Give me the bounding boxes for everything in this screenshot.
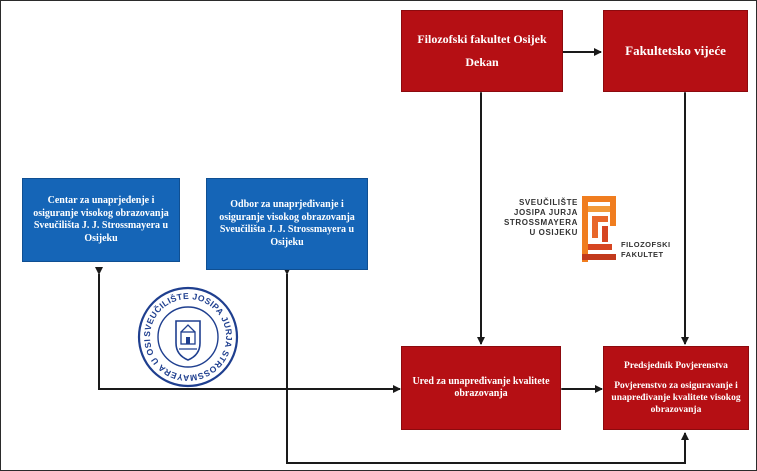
connector-committee-commission	[283, 267, 689, 464]
dean-title: Filozofski fakultet Osijek	[417, 32, 547, 46]
faculty-mark-icon	[582, 196, 616, 262]
logo-university-line-4: U OSIJEKU	[529, 228, 578, 237]
committee-box: Odbor za unaprjeđivanje i osiguranje vis…	[206, 178, 368, 270]
committee-label: Odbor za unaprjeđivanje i osiguranje vis…	[219, 199, 355, 248]
dean-subtitle: Dekan	[465, 55, 499, 69]
council-label: Fakultetsko vijeće	[625, 43, 726, 58]
logo-university-line-1: SVEUČILIŠTE	[519, 198, 578, 207]
university-seal: SVEUČILIŠTE JOSIPA JURJA STROSSMAYERA U …	[136, 285, 239, 388]
council-box: Fakultetsko vijeće	[603, 10, 748, 92]
commission-title: Predsjednik Povjerenstva	[624, 361, 728, 371]
seal-crest-icon	[175, 320, 201, 361]
center-box: Centar za unaprjeđenje i osiguranje viso…	[22, 178, 180, 262]
dean-box: Filozofski fakultet Osijek Dekan	[401, 10, 563, 92]
logo-faculty-line-1: FILOZOFSKI	[621, 240, 670, 249]
center-label: Centar za unaprjeđenje i osiguranje viso…	[33, 195, 169, 244]
logo-faculty-line-2: FAKULTET	[621, 250, 664, 259]
commission-label: Povjerenstvo za osiguravanje i unapređiv…	[611, 381, 741, 415]
logo-university-line-2: JOSIPA JURJA	[514, 208, 578, 217]
office-label: Ured za unapređivanje kvalitete obrazova…	[412, 375, 550, 400]
office-box: Ured za unapređivanje kvalitete obrazova…	[401, 346, 561, 430]
commission-box: Predsjednik Povjerenstva Povjerenstvo za…	[603, 346, 749, 430]
logo-university-line-3: STROSSMAYERA	[504, 218, 578, 227]
faculty-logo: SVEUČILIŠTE JOSIPA JURJA STROSSMAYERA U …	[504, 196, 670, 262]
